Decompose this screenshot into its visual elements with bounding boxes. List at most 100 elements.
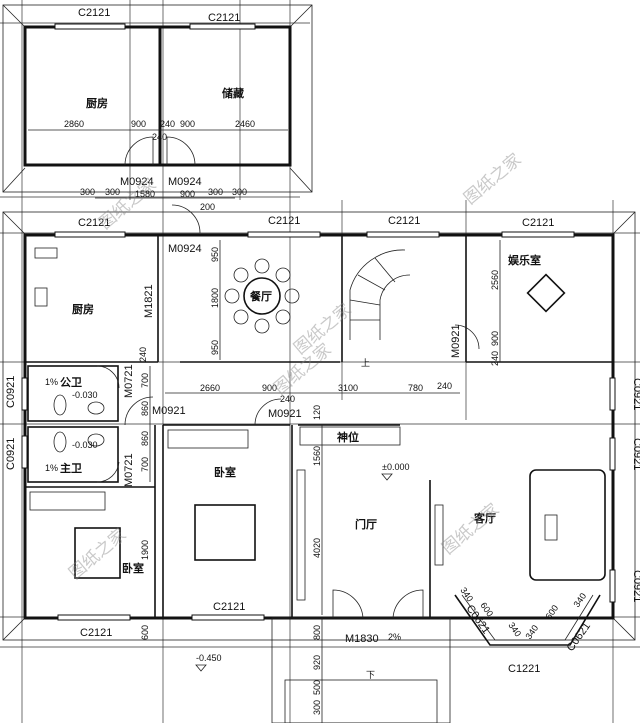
dimension: 900 — [180, 189, 195, 199]
window-label: C0621 — [565, 620, 593, 653]
window-label: C0921 — [631, 570, 640, 602]
toilet — [53, 431, 67, 453]
door-label: M0924 — [168, 176, 202, 188]
elevation-mark: -0.450 — [196, 653, 222, 663]
elevation-mark: -0.030 — [72, 390, 98, 400]
roof-eaves — [2, 4, 636, 641]
room-bedroom-main: 卧室 — [214, 465, 236, 479]
window-label: C2121 — [388, 215, 420, 227]
dimension: 1800 — [210, 288, 220, 308]
door-label: M0921 — [268, 408, 302, 420]
svg-text:图纸之家: 图纸之家 — [438, 500, 503, 559]
dining-table — [243, 277, 281, 315]
window-label: C2121 — [208, 12, 240, 24]
door-labels: M0924 M0924 M0924 M1821 M0921 M0921 M092… — [120, 176, 462, 645]
room-public-bath: 公卫 — [60, 376, 82, 389]
dimension: 3100 — [338, 383, 358, 393]
bed — [194, 504, 256, 561]
svg-text:图纸之家: 图纸之家 — [460, 150, 525, 209]
room-dining: 餐厅 — [249, 289, 272, 303]
porch — [271, 617, 451, 723]
room-foyer: 门厅 — [355, 517, 377, 531]
bed-left — [74, 527, 121, 579]
room-shrine: 神位 — [337, 430, 359, 444]
dimension: 2460 — [235, 119, 255, 129]
window-label: C0921 — [5, 376, 17, 408]
shrine-table — [299, 426, 401, 446]
dimension: 2860 — [64, 119, 84, 129]
window-label: C2121 — [78, 7, 110, 19]
coffee-table — [544, 514, 558, 541]
cabinet — [296, 469, 306, 601]
window-label: C1221 — [508, 663, 540, 675]
dimension: 2560 — [490, 270, 500, 290]
slope-mark: 1% — [45, 463, 58, 473]
porch-steps — [284, 679, 438, 723]
dimension: 1900 — [140, 540, 150, 560]
stair-up-mark: 上 — [361, 358, 370, 368]
dimension: 300 — [105, 187, 120, 197]
slope-mark: 1% — [45, 377, 58, 387]
dimension: 860 — [140, 401, 150, 416]
toilet — [53, 394, 67, 416]
dimension: 700 — [140, 457, 150, 472]
dimension: 500 — [312, 680, 322, 695]
mahjong-table — [526, 273, 566, 313]
dimension: 4020 — [312, 538, 322, 558]
tv-cabinet — [434, 504, 444, 566]
furniture — [29, 247, 606, 723]
dimension: 950 — [210, 247, 220, 262]
wardrobe-left — [29, 491, 106, 511]
room-bedroom-left: 卧室 — [122, 561, 144, 575]
door-label: M0924 — [120, 176, 154, 188]
elevation-mark: -0.030 — [72, 440, 98, 450]
wardrobe — [167, 429, 249, 449]
window-label: C0921 — [5, 438, 17, 470]
stair-down-mark: 下 — [366, 670, 375, 680]
window-label: C2121 — [80, 627, 112, 639]
dimension: 800 — [312, 625, 322, 640]
dining-chairs — [224, 258, 300, 334]
door-label: M1821 — [143, 284, 155, 318]
dimension: 860 — [140, 431, 150, 446]
dimension-labels: 2860 900 240 900 2460 240 300 300 1580 9… — [64, 119, 588, 715]
room-kitchen: 厨房 — [72, 302, 94, 316]
dimension: 340 — [458, 585, 475, 603]
dimension: 1560 — [312, 446, 322, 466]
dimension-lines — [28, 129, 501, 723]
dimension: 300 — [208, 187, 223, 197]
slope-mark: 2% — [388, 632, 401, 642]
basin — [87, 433, 105, 447]
window-label: C2121 — [213, 601, 245, 613]
door-label: M0924 — [168, 243, 202, 255]
window-label: C2121 — [522, 217, 554, 229]
basin — [87, 401, 105, 415]
sofa — [529, 469, 606, 581]
dimension: 240 — [437, 381, 452, 391]
dimension: 900 — [490, 331, 500, 346]
dimension: 340 — [523, 623, 540, 641]
dimension: 300 — [80, 187, 95, 197]
window-label: C2121 — [78, 217, 110, 229]
door-label: M0921 — [450, 324, 462, 358]
room-labels: 厨房 储藏 厨房 餐厅 娱乐室 公卫 主卫 卧室 卧室 门厅 客厅 神位 — [60, 86, 541, 575]
dimension: 1580 — [135, 189, 155, 199]
dimension: 300 — [312, 700, 322, 715]
dimension: 240 — [138, 347, 148, 362]
stove — [34, 287, 48, 307]
annotations: -0.030 -0.030 ±0.000 -0.450 1% 1% 2% 上 下 — [45, 358, 409, 680]
dimension: 900 — [131, 119, 146, 129]
door-label: M0721 — [123, 364, 135, 398]
dimension: 300 — [232, 187, 247, 197]
dimension: 200 — [200, 202, 215, 212]
room-kitchen-annex: 厨房 — [86, 96, 108, 110]
dimension: 240 — [280, 394, 295, 404]
dimension: 2660 — [200, 383, 220, 393]
room-storage: 储藏 — [222, 86, 244, 100]
room-entertainment: 娱乐室 — [508, 253, 541, 267]
dimension: 900 — [180, 119, 195, 129]
room-living: 客厅 — [473, 511, 496, 525]
dimension: 900 — [262, 383, 277, 393]
window-label: C0921 — [631, 438, 640, 470]
dimension: 240 — [152, 132, 167, 142]
